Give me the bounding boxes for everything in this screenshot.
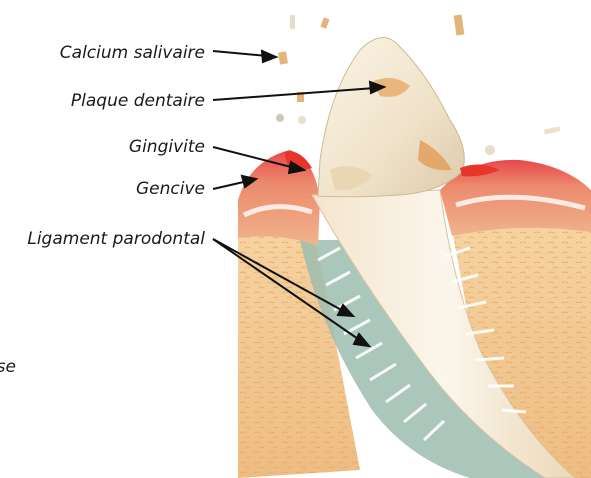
label-ligament-parodontal: Ligament parodontal [27,229,205,249]
label-calcium-salivaire: Calcium salivaire [60,43,205,63]
label-partial-cut-off: se [0,357,16,377]
label-plaque-dentaire: Plaque dentaire [71,91,205,111]
label-gingivite: Gingivite [129,137,205,157]
label-gencive: Gencive [136,179,205,199]
